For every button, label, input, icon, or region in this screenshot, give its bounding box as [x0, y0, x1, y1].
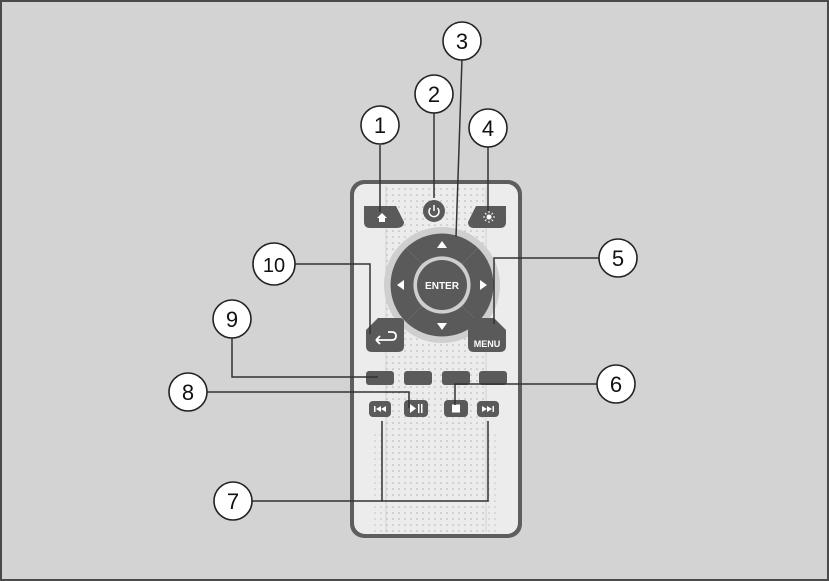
- callout-2: 2: [414, 74, 454, 114]
- enter-label: ENTER: [425, 281, 460, 292]
- home-button[interactable]: [364, 206, 404, 228]
- menu-button[interactable]: MENU: [468, 318, 506, 352]
- color-button-4[interactable]: [479, 371, 507, 385]
- menu-label: MENU: [474, 339, 501, 349]
- stop-button[interactable]: [444, 400, 468, 417]
- callout-6-number: 6: [610, 372, 622, 397]
- callout-10-number: 10: [263, 255, 285, 277]
- back-button[interactable]: [366, 318, 404, 352]
- callout-1-number: 1: [374, 113, 386, 138]
- callout-7-number: 7: [227, 489, 239, 514]
- callout-8-number: 8: [182, 380, 194, 405]
- brightness-button[interactable]: [468, 206, 506, 228]
- callout-9: 9: [212, 299, 252, 339]
- callout-4: 4: [468, 108, 508, 148]
- callout-5: 5: [598, 238, 638, 278]
- up-arrow-icon: [437, 241, 447, 248]
- callout-4-number: 4: [482, 116, 494, 141]
- color-button-1[interactable]: [366, 371, 394, 385]
- brightness-icon: [483, 211, 495, 223]
- d-pad: ENTER: [384, 227, 500, 343]
- skip-back-button[interactable]: [369, 401, 391, 417]
- left-arrow-icon: [397, 280, 404, 290]
- callout-6: 6: [596, 364, 636, 404]
- callout-3-number: 3: [456, 29, 468, 54]
- callout-7: 7: [213, 481, 253, 521]
- color-buttons: [366, 371, 507, 385]
- callout-10: 10: [252, 242, 296, 286]
- callout-5-number: 5: [612, 246, 624, 271]
- back-arrow-icon: [375, 331, 397, 345]
- down-arrow-icon: [437, 323, 447, 330]
- callout-9-number: 9: [226, 307, 238, 332]
- skip-back-icon: [374, 406, 386, 412]
- callout-3: 3: [442, 21, 482, 61]
- left-button[interactable]: [390, 248, 422, 322]
- callout-2-number: 2: [428, 82, 440, 107]
- color-button-3[interactable]: [442, 371, 470, 385]
- skip-forward-icon: [482, 406, 494, 412]
- right-button[interactable]: [462, 248, 494, 322]
- color-button-2[interactable]: [404, 371, 432, 385]
- callout-8: 8: [168, 372, 208, 412]
- down-button[interactable]: [406, 306, 478, 337]
- power-button[interactable]: [423, 200, 445, 222]
- play-pause-icon: [410, 404, 423, 413]
- stop-icon: [452, 404, 460, 413]
- callout-1: 1: [360, 105, 400, 145]
- power-icon: [428, 205, 440, 218]
- leader-lines: [207, 58, 599, 502]
- up-button[interactable]: [406, 233, 478, 264]
- home-icon: [377, 213, 387, 222]
- right-arrow-icon: [480, 280, 487, 290]
- skip-forward-button[interactable]: [477, 401, 499, 417]
- play-pause-button[interactable]: [404, 400, 428, 417]
- enter-button[interactable]: [417, 260, 467, 310]
